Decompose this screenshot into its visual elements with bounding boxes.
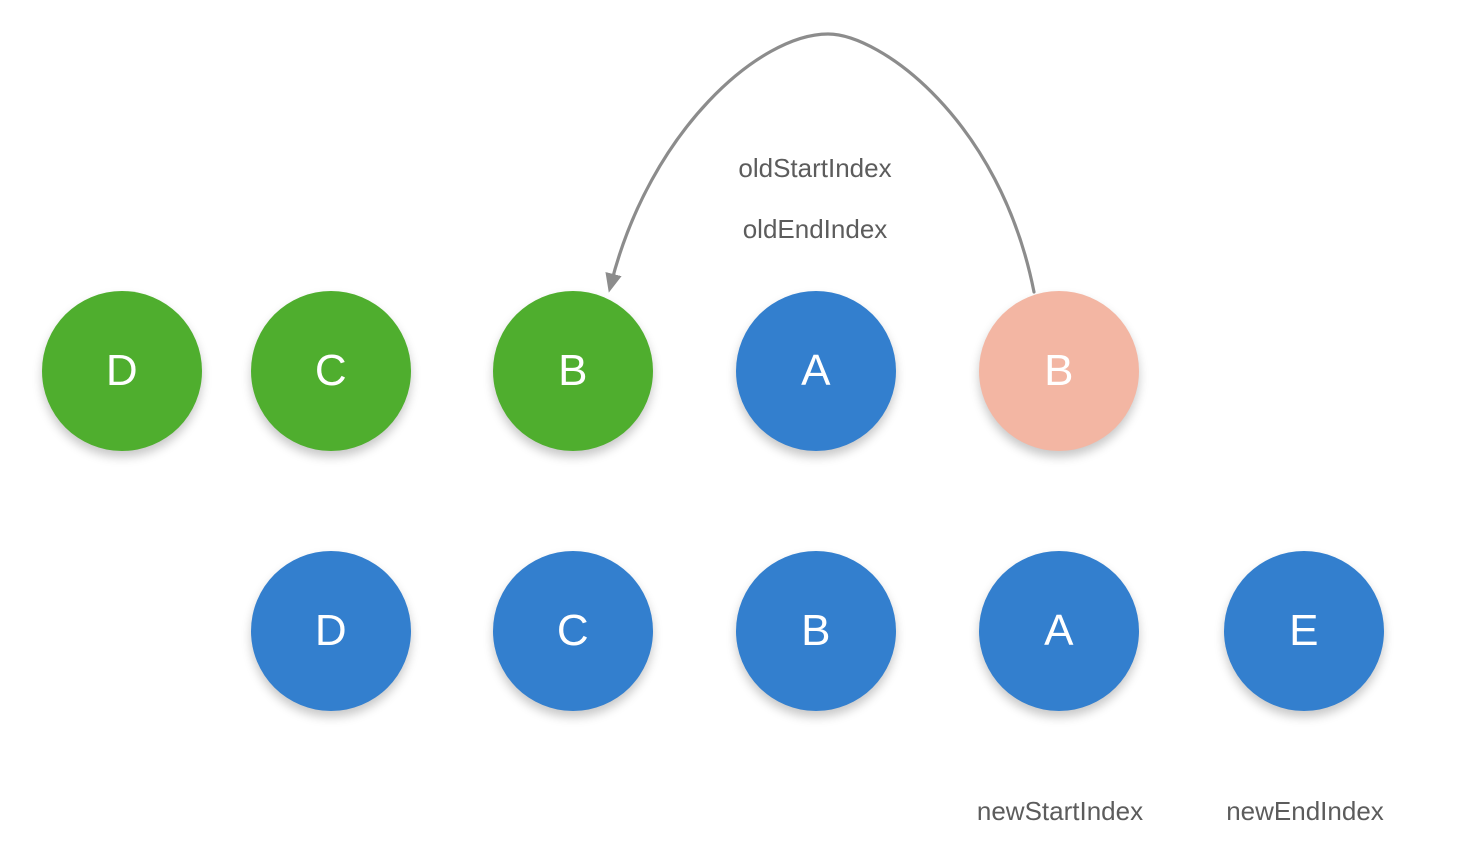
node-label: E: [1289, 606, 1319, 655]
node-circle[interactable]: A: [979, 551, 1139, 711]
node-circle[interactable]: A: [736, 291, 896, 451]
node-circle[interactable]: D: [251, 551, 411, 711]
node-label: A: [801, 346, 831, 395]
node-label: D: [105, 346, 139, 395]
node-label: A: [1044, 606, 1074, 655]
node-circle[interactable]: D: [42, 291, 202, 451]
node-label: C: [556, 606, 590, 655]
node-circle[interactable]: B: [736, 551, 896, 711]
new-end-index-label: newEndIndex: [1226, 796, 1384, 826]
node-circle[interactable]: E: [1224, 551, 1384, 711]
new-start-index-label: newStartIndex: [976, 796, 1144, 826]
node-circle[interactable]: C: [493, 551, 653, 711]
old-end-index-label: oldEndIndex: [742, 214, 888, 244]
node-label: D: [314, 606, 348, 655]
old-start-index-label: oldStartIndex: [738, 153, 892, 183]
node-circle[interactable]: B: [979, 291, 1139, 451]
node-circle[interactable]: C: [251, 291, 411, 451]
node-circle[interactable]: B: [493, 291, 653, 451]
node-label: C: [314, 346, 348, 395]
node-label: B: [801, 606, 831, 655]
node-label: B: [558, 346, 588, 395]
node-label: B: [1044, 346, 1074, 395]
